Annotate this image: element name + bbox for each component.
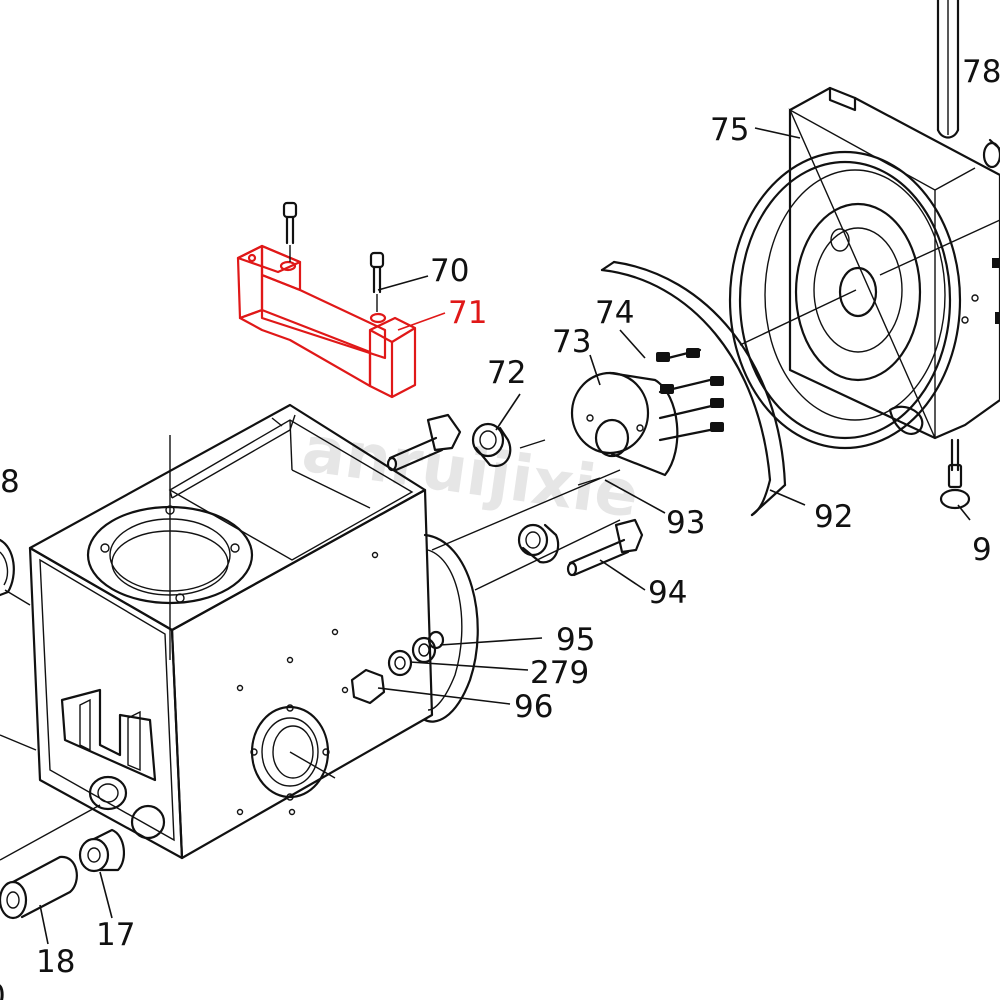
callout-95: 95 xyxy=(556,622,595,658)
part-72-bushing xyxy=(471,422,512,468)
callout-96: 96 xyxy=(514,689,553,725)
part-75-rotary-table xyxy=(728,0,1000,510)
callout-279: 279 xyxy=(530,655,589,691)
watermark: anruijixie xyxy=(298,413,643,533)
callout-93: 93 xyxy=(666,505,705,541)
part-17-sleeve xyxy=(78,828,126,873)
callout-72: 72 xyxy=(487,355,526,391)
callout-94: 94 xyxy=(648,575,687,611)
part-70-screws xyxy=(282,201,385,312)
leader-lines xyxy=(39,127,971,945)
part-74-screws xyxy=(656,348,724,442)
callout-8: 8 xyxy=(0,464,20,500)
callout-73: 73 xyxy=(552,324,591,360)
part-18-shaft xyxy=(0,804,101,920)
lower-bushing xyxy=(517,523,560,564)
callout-71: 71 xyxy=(448,295,487,331)
callout-17: 17 xyxy=(96,917,135,953)
main-housing xyxy=(28,403,434,860)
part-94-bolt xyxy=(566,518,644,577)
callout-74: 74 xyxy=(595,295,634,331)
round-boss xyxy=(423,469,621,723)
callout-70: 70 xyxy=(430,253,469,289)
callout-18: 18 xyxy=(36,944,75,980)
callout-75: 75 xyxy=(710,112,749,148)
callout-78: 78 xyxy=(962,54,1000,90)
part-73-hub xyxy=(519,371,679,486)
part-95-279-96 xyxy=(350,630,445,705)
part-71-bracket xyxy=(236,244,417,399)
callout-92: 92 xyxy=(814,499,853,535)
callout-9: 9 xyxy=(972,532,992,568)
bolt-upper xyxy=(386,413,462,472)
callout-0: 0 xyxy=(0,978,6,1000)
left-side-parts xyxy=(0,538,37,751)
